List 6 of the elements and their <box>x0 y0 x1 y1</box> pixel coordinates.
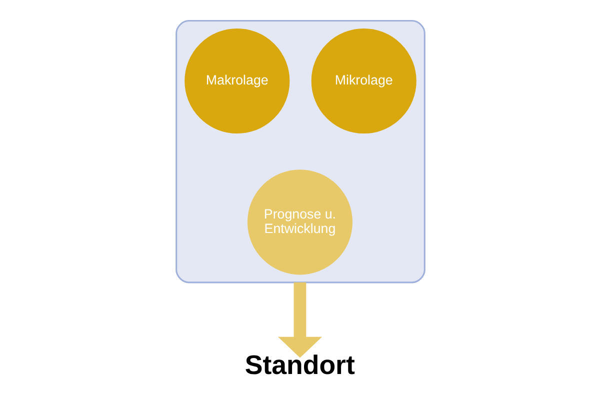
node-circle: Mikrolage <box>310 28 416 134</box>
node-circle: Makrolage <box>184 28 290 134</box>
node-circle: Prognose u. Entwicklung <box>246 170 352 275</box>
cluster <box>175 20 425 284</box>
node-text: Standort <box>244 350 354 380</box>
arrow <box>278 282 322 358</box>
